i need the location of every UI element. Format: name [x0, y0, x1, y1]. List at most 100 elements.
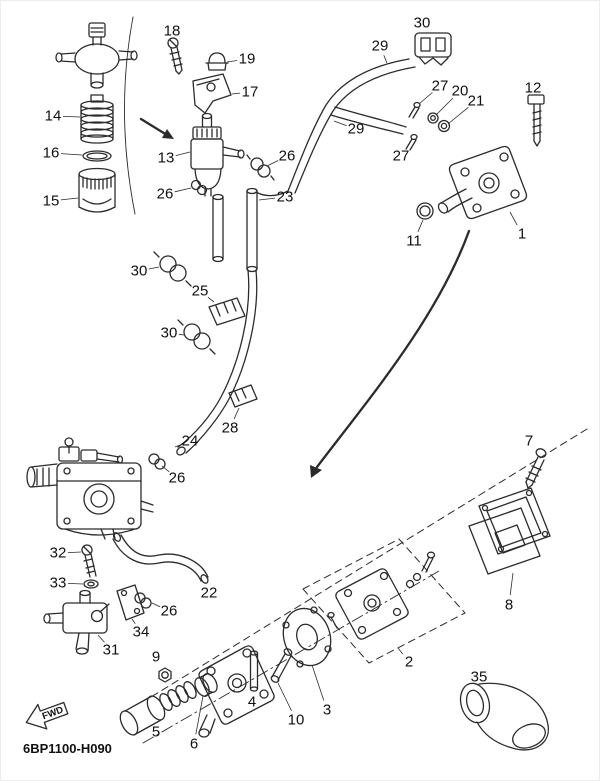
- callout-label-25: 25: [192, 283, 209, 300]
- callout-label-24: 24: [182, 433, 199, 450]
- callout-label-23: 23: [277, 189, 294, 206]
- callout-leader-30: [148, 266, 160, 270]
- part-26-clamp-d: [134, 592, 152, 609]
- part-27-pin-b: [405, 133, 418, 151]
- callout-leader-15: [60, 197, 79, 201]
- callout-label-27: 27: [432, 78, 449, 95]
- part-fuel-joint-assembly: [55, 22, 138, 89]
- callout-label-28: 28: [222, 420, 239, 437]
- callout-label-33: 33: [50, 575, 67, 592]
- callout-label-8: 8: [505, 597, 513, 614]
- part-32-screw: [81, 544, 97, 578]
- callout-leader-33: [67, 583, 84, 585]
- drawing-code: 6BP1100-H090: [23, 741, 112, 756]
- part-11-o-ring: [416, 202, 434, 220]
- part-21-washer: [437, 119, 451, 133]
- callout-label-11: 11: [406, 233, 422, 250]
- part-35-duct: [459, 682, 549, 751]
- callout-leader-26: [151, 602, 161, 608]
- callout-label-19: 19: [239, 51, 256, 68]
- callout-leader-30: [178, 333, 185, 336]
- callout-leader-34: [131, 618, 136, 625]
- callout-label-4: 4: [248, 694, 256, 711]
- callout-label-12: 12: [525, 80, 542, 97]
- callout-label-21: 21: [468, 93, 485, 110]
- callout-leader-3: [311, 664, 325, 701]
- assembly-arrow: [310, 229, 471, 478]
- part-22-fuel-hose: [112, 532, 209, 584]
- callout-label-34: 34: [133, 624, 150, 641]
- part-26-clamp-c: [148, 453, 166, 470]
- callout-leader-1: [509, 211, 518, 226]
- callout-leader-2: [397, 647, 404, 655]
- callout-leader-20: [435, 97, 454, 116]
- callout-label-9: 9: [152, 649, 160, 666]
- part-2-pump-bracket-assembly: [302, 538, 466, 664]
- part-17-bracket: [192, 73, 232, 114]
- part-18-screw: [167, 37, 183, 75]
- callout-label-17: 17: [242, 84, 259, 101]
- part-25-clamp-holder: [208, 297, 246, 326]
- part-20-washer: [427, 112, 439, 124]
- callout-label-2: 2: [405, 654, 413, 671]
- part-16-o-ring: [82, 150, 112, 162]
- part-26-clamp-b: [190, 179, 208, 196]
- part-26-clamp-a: [246, 154, 275, 181]
- part-15-filter-cup: [78, 167, 116, 213]
- part-28-clamp: [228, 384, 258, 408]
- fwd-arrow: FWD: [25, 701, 69, 730]
- part-31-fuel-valve: [43, 589, 110, 655]
- diagram-line-art: FWD: [25, 16, 588, 751]
- callout-leader-28: [233, 407, 240, 420]
- callout-label-1: 1: [518, 226, 526, 243]
- callout-label-26: 26: [157, 186, 174, 203]
- callout-leader-14: [62, 116, 81, 118]
- callout-leader-27: [418, 92, 433, 105]
- part-9-nut: [158, 667, 172, 683]
- callout-leader-26: [161, 465, 170, 473]
- part-12-bolt: [527, 94, 545, 147]
- callout-label-26: 26: [279, 148, 296, 165]
- part-33-washer: [83, 579, 99, 589]
- part-pump-cover: [198, 645, 275, 738]
- callout-label-18: 18: [164, 23, 181, 40]
- part-7-screw: [525, 448, 547, 489]
- callout-leader-26: [266, 160, 279, 167]
- callout-label-6: 6: [190, 736, 198, 753]
- callout-leader-26: [174, 187, 192, 193]
- part-23-fuel-hoses: [212, 187, 258, 273]
- part-5-spring: [119, 681, 197, 736]
- callout-leader-23: [258, 197, 276, 201]
- part-19-nut: [205, 52, 229, 71]
- part-13-fuel-filter: [190, 112, 245, 197]
- callout-label-26: 26: [161, 603, 178, 620]
- part-30-clamp-c: [177, 319, 216, 355]
- callout-label-35: 35: [471, 669, 488, 686]
- callout-leader-17: [231, 92, 241, 95]
- callout-label-30: 30: [131, 263, 148, 280]
- callout-leader-13: [175, 151, 191, 156]
- callout-leader-16: [60, 153, 83, 156]
- callout-leader-29: [383, 55, 388, 64]
- part-1-fuel-pump: [437, 145, 528, 220]
- callout-label-30: 30: [414, 15, 431, 32]
- callout-label-26: 26: [169, 470, 186, 487]
- callout-leader-8: [509, 572, 514, 596]
- callout-label-22: 22: [201, 585, 218, 602]
- part-6-cap: [194, 673, 218, 697]
- grouping-bracket: [124, 16, 174, 215]
- callout-label-13: 13: [158, 150, 175, 167]
- callout-label-10: 10: [288, 712, 305, 729]
- part-10-pin: [270, 648, 293, 683]
- callout-label-27: 27: [393, 148, 410, 165]
- part-carburetor: [26, 437, 154, 540]
- part-fuel-hose-main: [176, 269, 258, 456]
- callout-leader-6: [195, 695, 204, 735]
- callout-label-31: 31: [103, 642, 120, 659]
- callout-label-3: 3: [323, 702, 331, 719]
- callout-label-15: 15: [43, 193, 60, 210]
- callout-label-29: 29: [372, 38, 389, 55]
- callout-label-32: 32: [50, 545, 67, 562]
